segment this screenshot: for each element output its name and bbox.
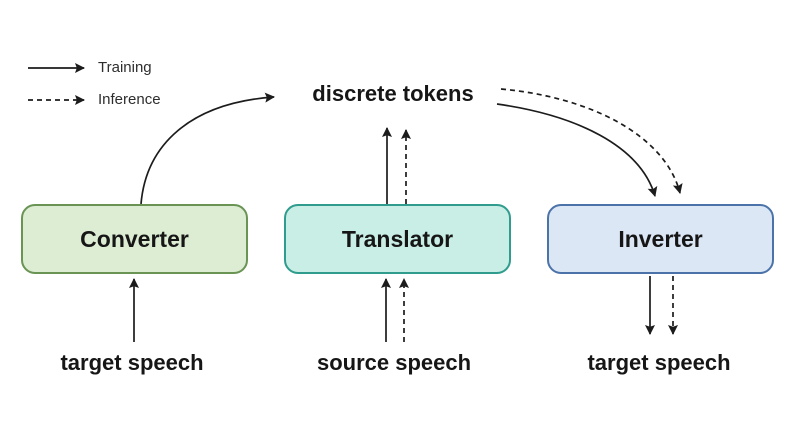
converter-node-label: Converter (80, 225, 189, 252)
translator-node: Translator (284, 204, 511, 274)
inverter-node-label: Inverter (618, 225, 703, 252)
legend-training-label: Training (98, 59, 152, 76)
tokens-to-inverter-solid-arrow (496, 103, 658, 197)
translator-node-label: Translator (341, 225, 454, 252)
source-speech-input-label: source speech (316, 350, 472, 375)
inverter-node: Inverter (547, 204, 774, 274)
legend-inference-label: Inference (98, 91, 161, 108)
target-speech-output-label: target speech (587, 350, 731, 375)
target-speech-input-label: target speech (60, 350, 204, 375)
converter-node: Converter (21, 204, 248, 274)
tokens-to-inverter-dashed-arrow (500, 88, 683, 194)
discrete-tokens-label: discrete tokens (312, 81, 474, 106)
converter-to-tokens-arrow (140, 92, 275, 205)
